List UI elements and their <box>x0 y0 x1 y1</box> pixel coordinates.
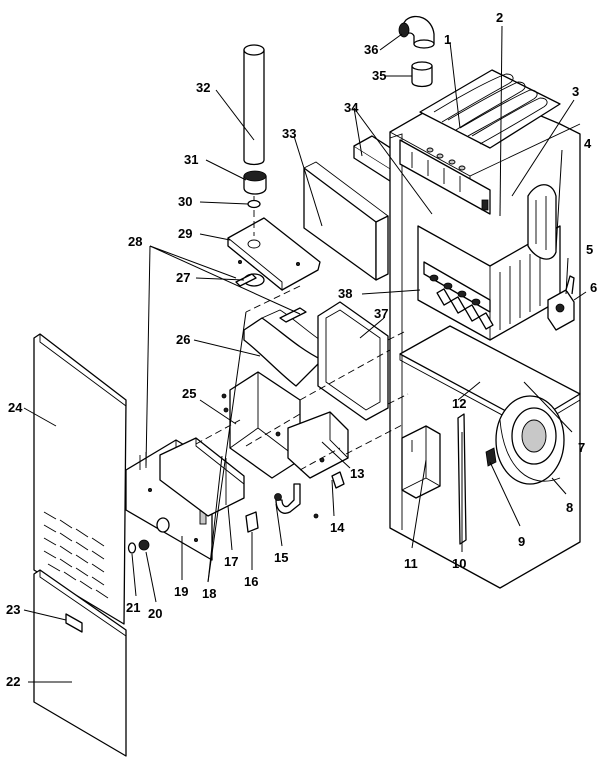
callout-24: 24 <box>8 400 23 415</box>
gas-valve <box>547 275 575 331</box>
callout-34: 34 <box>344 100 359 115</box>
callout-3: 3 <box>572 84 579 99</box>
callout-labels: 1 2 3 4 5 6 7 8 9 10 11 12 13 14 15 16 1… <box>6 10 597 689</box>
combustion-chamber-side <box>221 371 301 479</box>
assembly-lines <box>195 196 409 471</box>
callout-9: 9 <box>518 534 525 549</box>
callout-33: 33 <box>282 126 296 141</box>
flue-coupling <box>411 61 433 88</box>
callout-38: 38 <box>338 286 352 301</box>
callout-6: 6 <box>590 280 597 295</box>
callout-15: 15 <box>274 550 288 565</box>
gasket-strip <box>279 307 307 323</box>
blower-wheel <box>495 395 565 485</box>
vent-coupling <box>243 170 267 195</box>
callout-35: 35 <box>372 68 386 83</box>
capacitor <box>485 447 497 467</box>
callout-1: 1 <box>444 32 451 47</box>
mounting-bracket <box>159 437 245 517</box>
callout-10: 10 <box>452 556 466 571</box>
callout-7: 7 <box>578 440 585 455</box>
callout-18: 18 <box>202 586 216 601</box>
mounting-screws <box>313 457 345 519</box>
retaining-clip <box>245 511 259 533</box>
flue-elbow <box>398 15 435 49</box>
callout-37: 37 <box>374 306 388 321</box>
callout-30: 30 <box>178 194 192 209</box>
callout-36: 36 <box>364 42 378 57</box>
callout-31: 31 <box>184 152 198 167</box>
callout-14: 14 <box>330 520 345 535</box>
callout-25: 25 <box>182 386 196 401</box>
gas-line <box>274 483 301 514</box>
callout-12: 12 <box>452 396 466 411</box>
callout-23: 23 <box>6 602 20 617</box>
callout-29: 29 <box>178 226 192 241</box>
top-plate <box>227 217 321 291</box>
callout-5: 5 <box>586 242 593 257</box>
callout-26: 26 <box>176 332 190 347</box>
callout-19: 19 <box>174 584 188 599</box>
callout-4: 4 <box>584 136 592 151</box>
callout-20: 20 <box>148 606 162 621</box>
access-cover-plate <box>303 161 389 281</box>
inducer-housing <box>527 184 557 260</box>
callout-21: 21 <box>126 600 140 615</box>
callout-13: 13 <box>350 466 364 481</box>
furnace-cabinet <box>389 69 581 589</box>
upper-door-panel <box>33 333 127 625</box>
callout-17: 17 <box>224 554 238 569</box>
vent-ring <box>247 199 261 209</box>
gasket-strip-upper <box>235 273 257 287</box>
manifold-plate <box>275 411 349 479</box>
callout-11: 11 <box>404 556 418 571</box>
callout-8: 8 <box>566 500 573 515</box>
callout-2: 2 <box>496 10 503 25</box>
callout-22: 22 <box>6 674 20 689</box>
lower-door-panel <box>33 569 127 757</box>
vent-pipe <box>243 44 265 166</box>
burner-manifold <box>423 261 494 330</box>
callout-28: 28 <box>128 234 142 249</box>
leader-lines <box>23 25 587 683</box>
callout-16: 16 <box>244 574 258 589</box>
callout-27: 27 <box>176 270 190 285</box>
gasket-frame <box>317 301 389 421</box>
callout-32: 32 <box>196 80 210 95</box>
